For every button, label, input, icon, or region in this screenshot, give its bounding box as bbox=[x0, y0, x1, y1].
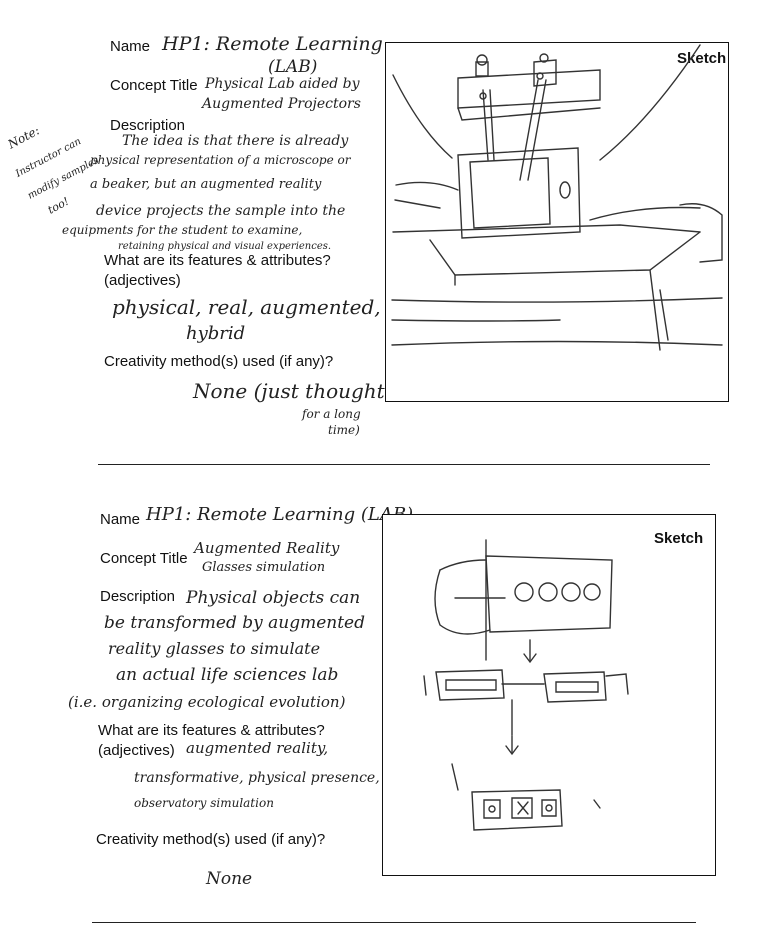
description-label: Description bbox=[100, 588, 176, 605]
description-line: retaining physical and visual experience… bbox=[118, 241, 332, 252]
section-divider bbox=[98, 464, 710, 465]
creativity-value-line2: for a long bbox=[302, 407, 361, 421]
features-value: physical, real, augmented, bbox=[112, 295, 381, 319]
description-line: device projects the sample into the bbox=[96, 203, 346, 219]
concept-title-value: Physical Lab aided by bbox=[205, 76, 360, 92]
name-value-line2: (LAB) bbox=[268, 57, 318, 77]
features-value-line2: hybrid bbox=[186, 323, 246, 344]
sketch-label: Sketch bbox=[654, 530, 704, 547]
description-label: Description bbox=[110, 117, 186, 134]
creativity-label: Creativity method(s) used (if any)? bbox=[96, 831, 326, 848]
name-label: Name bbox=[110, 38, 151, 55]
description-line: a beaker, but an augmented reality bbox=[90, 177, 322, 192]
creativity-value-line3: time) bbox=[328, 423, 360, 437]
features-label-sub: (adjectives) bbox=[98, 742, 175, 759]
concept-title-value-line2: Glasses simulation bbox=[202, 560, 326, 575]
concept-title-label: Concept Title bbox=[110, 77, 198, 94]
creativity-value: None bbox=[206, 869, 253, 889]
description-line: (i.e. organizing ecological evolution) bbox=[68, 693, 346, 711]
features-value-line3: observatory simulation bbox=[134, 796, 274, 810]
features-label-sub: (adjectives) bbox=[104, 272, 181, 289]
creativity-value: None (just thought bbox=[193, 379, 385, 403]
concept-title-value-line2: Augmented Projectors bbox=[202, 96, 361, 112]
description-line: Physical objects can bbox=[186, 588, 361, 608]
name-value: HP1: Remote Learning (LAB) bbox=[146, 504, 414, 525]
features-value: augmented reality, bbox=[186, 739, 329, 757]
description-line: physical representation of a microscope … bbox=[90, 153, 351, 167]
description-line: an actual life sciences lab bbox=[116, 665, 339, 685]
features-label: What are its features & attributes? bbox=[98, 722, 325, 739]
description-line: equipments for the student to examine, bbox=[62, 223, 303, 237]
concept-title-value: Augmented Reality bbox=[194, 539, 340, 557]
description-line: The idea is that there is already bbox=[122, 133, 349, 149]
features-value-line2: transformative, physical presence, bbox=[134, 770, 380, 786]
sketch-label: Sketch bbox=[677, 50, 727, 67]
description-line: be transformed by augmented bbox=[104, 613, 365, 633]
name-label: Name bbox=[100, 511, 141, 528]
concept-title-label: Concept Title bbox=[100, 550, 188, 567]
section-divider bbox=[92, 922, 696, 923]
description-line: reality glasses to simulate bbox=[108, 639, 321, 658]
creativity-label: Creativity method(s) used (if any)? bbox=[104, 353, 334, 370]
name-value: HP1: Remote Learning bbox=[162, 33, 383, 55]
features-label: What are its features & attributes? bbox=[104, 252, 331, 269]
